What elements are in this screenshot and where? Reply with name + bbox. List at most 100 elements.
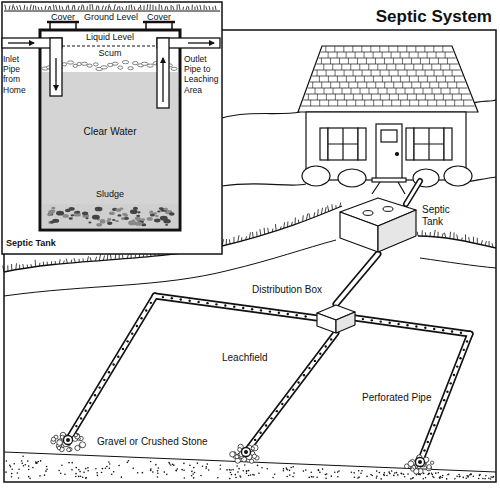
grass-stroke [134,6,136,10]
pipe-perforation [80,417,82,419]
grass-stroke [114,4,115,10]
soil-stipple [18,477,20,479]
shingle-joint [312,82,313,88]
flow-arrow [162,58,163,102]
soil-stipple [338,470,340,472]
scum-blob [101,66,108,69]
shingle-joint [382,100,383,106]
sludge-blob [50,209,55,212]
sludge-blob [50,221,55,224]
shingle-joint [373,100,374,106]
grass-stroke [47,262,48,266]
shingle-joint [343,46,344,52]
shingle-joint [436,100,437,106]
pipe-perforation [112,363,114,365]
pipe-perforation [424,327,426,329]
soil-stipple [257,465,259,467]
box-outline [316,304,356,334]
soil-stipple [229,469,231,471]
grass-stroke [264,228,266,235]
sludge-blob [154,219,160,223]
shingle-joint [364,76,365,82]
soil-stipple [441,477,443,479]
pipe-perforation [287,396,289,398]
shingle-joint [388,46,389,52]
soil-stipple [183,469,185,471]
soil-stipple [465,477,467,479]
grass-stroke [17,6,18,10]
sludge-blob [124,214,128,217]
shingle-row [321,52,454,53]
shingle-joint [371,94,372,100]
soil-stipple [197,462,199,464]
flow-arrow [188,42,214,43]
shingle-joint [308,94,309,100]
soil-stipple [220,464,222,466]
shingle-joint [355,100,356,106]
sludge-blob [169,212,175,215]
soil-stipple [393,475,395,477]
soil-stipple [407,473,409,475]
shingle-joint [352,46,353,52]
soil-stipple [193,467,195,469]
pipe-perforation [440,407,442,409]
grass-stroke [144,5,145,10]
soil-stipple [11,468,13,470]
shingle-joint [317,94,318,100]
pipe-perforation [197,301,199,303]
manhole-cover [363,211,373,216]
grass-stroke [39,263,40,266]
distribution-box: Distribution Box [316,304,356,334]
soil-stipple [29,477,31,479]
grass-stroke [12,4,13,10]
picture-frame [4,30,496,482]
soil-stipple [448,473,450,475]
grass-stroke [35,6,37,10]
shingle-joint [398,70,399,76]
scum-blob [77,62,81,65]
sludge-blob [165,224,168,226]
grass-stroke [122,7,123,10]
soil-stipple [456,475,458,477]
pipe-perforation [450,382,452,384]
soil-stipple [226,469,228,471]
shingle-joint [328,52,329,58]
soil-stipple [181,469,183,471]
gravel-stone [427,465,432,470]
shingle-joint [339,82,340,88]
grass-stroke [51,261,52,264]
grass-stroke [188,7,189,10]
pipe-perforation [131,332,133,334]
pipe-perforation [453,374,455,376]
grass-stroke [152,5,153,10]
shingle-joint [375,82,376,88]
soil-stipple [96,472,98,474]
grass-stroke [485,241,486,246]
grass-stroke [53,5,54,10]
soil-stipple [388,471,390,473]
shingle-joint [400,52,401,58]
sludge-blob [149,211,153,213]
grass-stroke [87,6,88,10]
soil-stipple [202,465,204,467]
soil-stipple [231,474,233,476]
outlet-tee [157,38,169,108]
sludge-blob [133,207,138,210]
grass-stroke [473,237,474,243]
soil-stipple [292,476,294,478]
pipe-perforation [433,424,435,426]
soil-stipple [111,474,113,476]
roof-shingles [301,46,474,106]
sludge-blob [92,215,100,220]
liquid-level-line [62,46,157,47]
shingle-joint [440,64,441,70]
sludge-blob [56,211,64,216]
soil-stipple [286,476,288,478]
sludge-blob [163,208,168,211]
grass-stroke [96,5,97,10]
shingle-joint [324,88,325,94]
pipe-perforation [89,402,91,404]
window-panes [328,128,358,160]
scum-blob [73,64,77,67]
